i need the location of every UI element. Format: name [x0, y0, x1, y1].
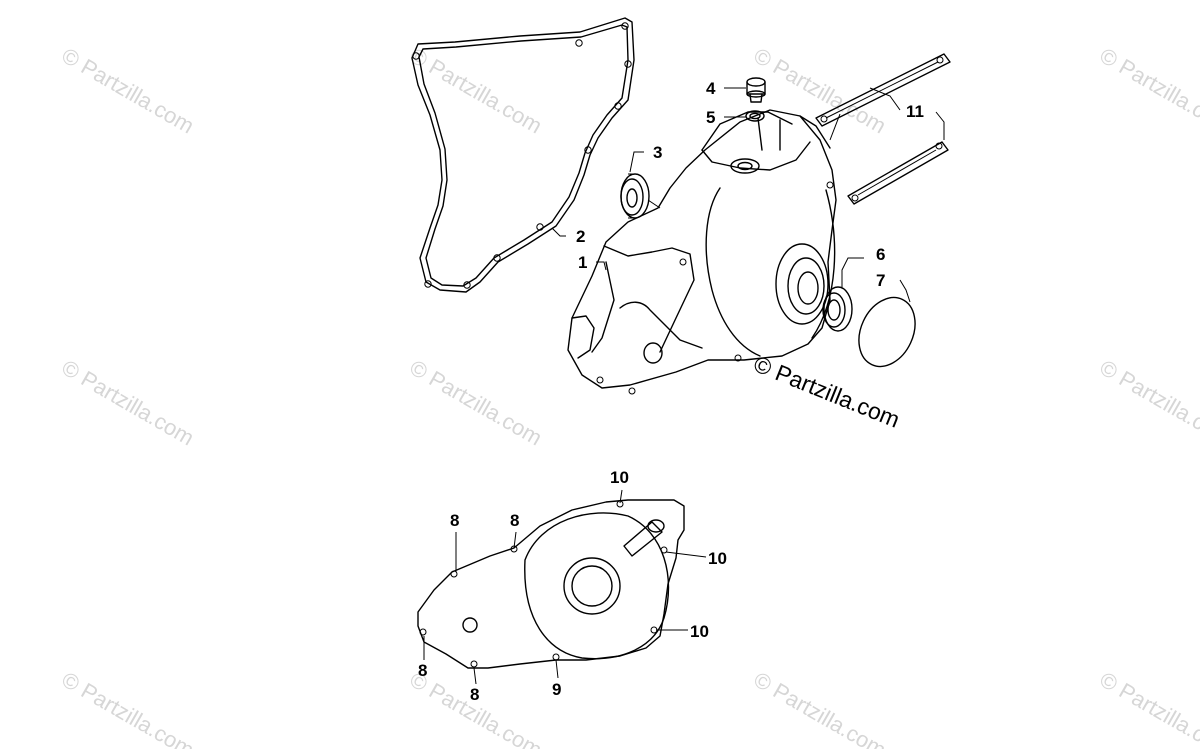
watermark: © Partzilla.com	[406, 355, 547, 451]
seal	[822, 286, 853, 332]
cover-cap	[858, 296, 916, 368]
watermark: © Partzilla.com	[1096, 355, 1200, 451]
cover-housing	[567, 109, 837, 395]
cover-outer-view	[417, 499, 685, 669]
callout-7: 7	[876, 271, 885, 290]
watermark: © Partzilla.com	[1096, 667, 1200, 749]
callout-4: 4	[706, 79, 716, 98]
watermark: © Partzilla.com	[58, 355, 199, 451]
callout-10: 10	[610, 468, 629, 487]
callout-8: 8	[470, 685, 479, 704]
callout-10: 10	[690, 622, 709, 641]
gasket	[411, 17, 635, 293]
callouts: 1 2 3 4 5 11 6 7 8 8 10 10 10 8 8 9	[418, 79, 924, 704]
callout-8: 8	[510, 511, 519, 530]
callout-3: 3	[653, 143, 662, 162]
watermark: © Partzilla.com	[58, 667, 199, 749]
callout-6: 6	[876, 245, 885, 264]
drain-plug	[746, 77, 766, 103]
callout-11: 11	[906, 102, 924, 121]
callout-2: 2	[576, 227, 585, 246]
copyright-text: © Partzilla.com	[750, 351, 903, 433]
watermark: © Partzilla.com	[750, 667, 891, 749]
leader-lines	[423, 87, 945, 685]
callout-9: 9	[552, 680, 561, 699]
callout-8: 8	[450, 511, 459, 530]
bearing	[620, 173, 650, 219]
callout-5: 5	[706, 108, 715, 127]
watermark: © Partzilla.com	[58, 43, 199, 139]
watermarks: © Partzilla.com © Partzilla.com © Partzi…	[58, 43, 1200, 749]
callout-8: 8	[418, 661, 427, 680]
o-ring	[745, 110, 765, 122]
callout-10: 10	[708, 549, 727, 568]
watermark: © Partzilla.com	[1096, 43, 1200, 139]
straps	[815, 53, 951, 205]
callout-1: 1	[578, 253, 587, 272]
